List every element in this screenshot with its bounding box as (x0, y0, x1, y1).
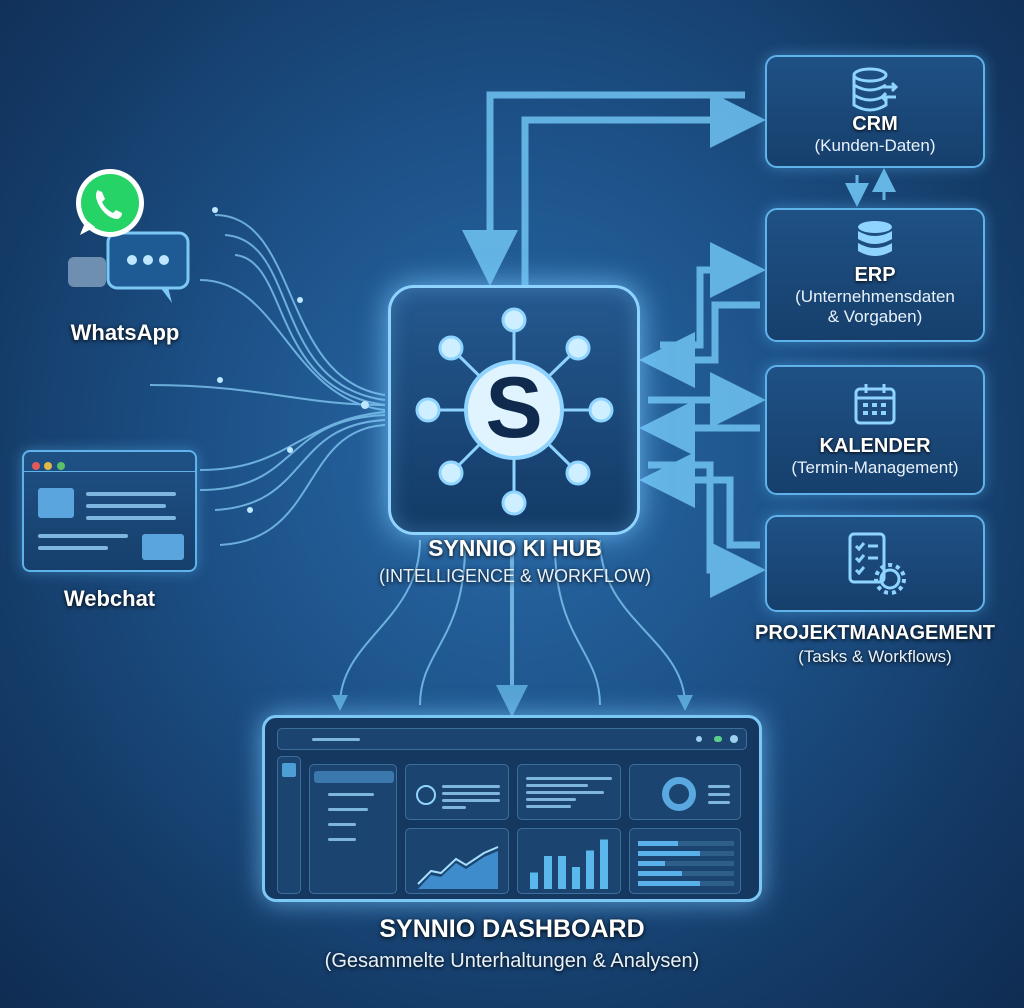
bar-mark (530, 872, 538, 889)
dashboard-progress-card (629, 828, 741, 894)
hub-subtitle: (INTELLIGENCE & WORKFLOW) (378, 566, 652, 586)
dashboard-bar-chart-card (517, 828, 621, 894)
webchat-label: Webchat (63, 586, 156, 611)
arrow-hub-to-crm (521, 92, 766, 285)
projektmanagement-box[interactable] (765, 515, 985, 612)
kalender-subtitle: (Termin-Management) (791, 458, 959, 477)
arrow-projekt-to-hub (639, 452, 760, 549)
whatsapp-label: WhatsApp (70, 320, 180, 345)
hub-title: SYNNIO KI HUB (428, 535, 602, 561)
checklist-gear-icon (848, 532, 906, 595)
erp-subtitle-line2: & Vorgaben) (827, 307, 923, 326)
calendar-icon (854, 384, 896, 425)
dashboard-text-card (517, 764, 621, 820)
dashboard-area-chart-card (405, 828, 509, 894)
arrow-erp-to-hub (639, 301, 760, 388)
crm-subtitle: (Kunden-Daten) (814, 136, 936, 155)
bar-mark (600, 839, 608, 889)
dashboard-title: SYNNIO DASHBOARD (379, 915, 645, 943)
crm-box[interactable]: CRM (Kunden-Daten) (765, 55, 985, 168)
erp-box[interactable]: ERP (Unternehmensdaten & Vorgaben) (765, 208, 985, 342)
kalender-box[interactable]: KALENDER (Termin-Management) (765, 365, 985, 495)
projektmanagement-subtitle: (Tasks & Workflows) (798, 647, 952, 666)
dashboard-topbar (277, 728, 747, 750)
database-icon (858, 221, 892, 256)
hub-logo-letter: S (485, 360, 543, 456)
projektmanagement-title: PROJEKTMANAGEMENT (754, 622, 995, 644)
network-hub-icon (415, 307, 614, 516)
bar-mark (558, 856, 566, 889)
dashboard-list-panel (309, 764, 397, 894)
synnio-dashboard-mockup[interactable] (262, 715, 762, 902)
crm-title: CRM (852, 113, 898, 135)
erp-subtitle-line1: (Unternehmensdaten (795, 287, 955, 306)
whatsapp-icon (68, 169, 190, 303)
synnio-ki-hub[interactable]: S (388, 285, 640, 535)
dashboard-profile-card (405, 764, 509, 820)
dashboard-donut-card (629, 764, 741, 820)
dashboard-subtitle: (Gesammelte Unterhaltungen & Analysen) (324, 950, 700, 972)
bar-mark (572, 867, 580, 889)
bar-mark (544, 856, 552, 889)
arrow-crm-to-hub (462, 91, 745, 286)
erp-title: ERP (854, 264, 896, 286)
database-sync-icon (852, 67, 899, 112)
webchat-window-icon (22, 450, 197, 572)
kalender-title: KALENDER (819, 435, 931, 457)
dashboard-sidebar (277, 756, 301, 894)
bar-mark (586, 850, 594, 889)
